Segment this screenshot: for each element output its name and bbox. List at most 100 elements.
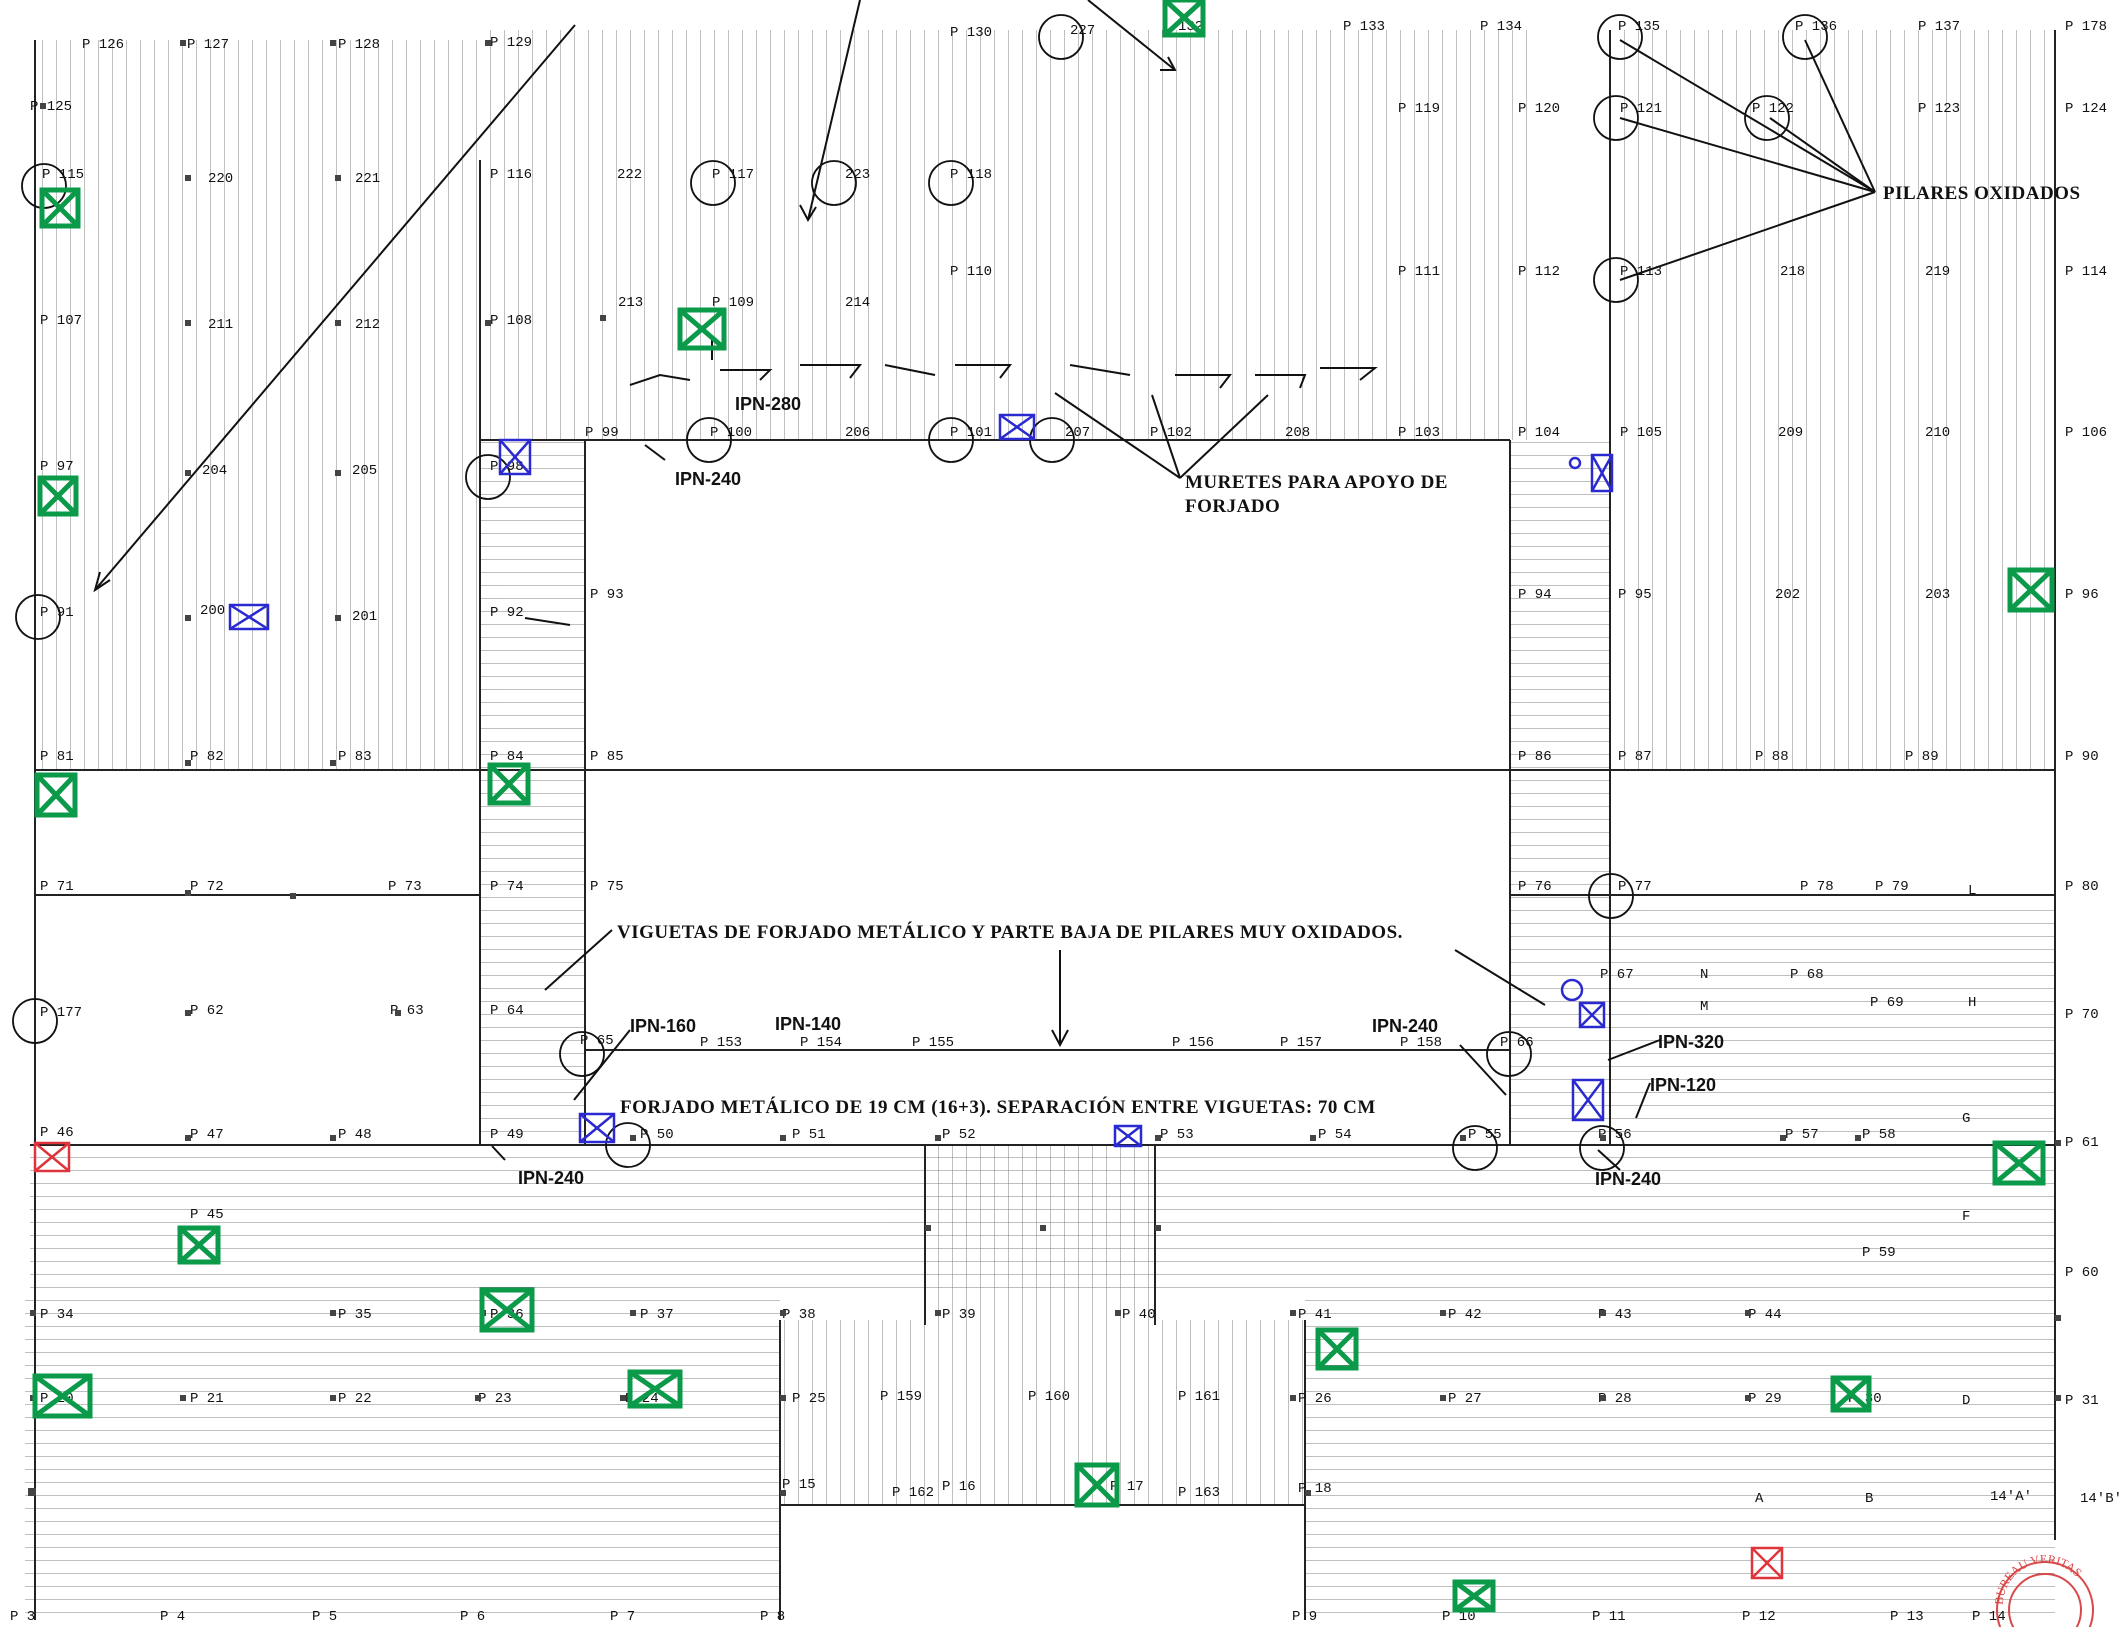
green-mark [627,1369,683,1409]
pillar-label: P 81 [40,749,74,765]
pillar-label: H [1968,995,1976,1011]
pillar-label: P 80 [2065,879,2099,895]
pillar-label: P 42 [1448,1307,1482,1323]
pillar-label: P 95 [1618,587,1652,603]
green-mark [1315,1327,1359,1371]
pillar-label: P 154 [800,1035,842,1051]
pillar-label: P 116 [490,167,532,183]
pillar-label: P 8 [760,1609,785,1625]
pillar-label: 211 [208,317,233,333]
slab-hatching [25,30,2055,1620]
pillar-label: P 44 [1748,1307,1782,1323]
note-slab: FORJADO METÁLICO DE 19 CM (16+3). SEPARA… [620,1096,1376,1118]
beam-label-ipn240-top: IPN-240 [675,469,741,489]
pillar-label: P 79 [1875,879,1909,895]
blue-mark [1590,453,1614,493]
pillar-label: P 89 [1905,749,1939,765]
pillar-label: P 104 [1518,425,1560,441]
pillar-label: 207 [1065,425,1090,441]
pillar-label: 223 [845,167,870,183]
pillar-label: 222 [617,167,642,183]
pillar-label: P 178 [2065,19,2107,35]
blue-mark [578,1112,616,1144]
pillar-label: P 27 [1448,1391,1482,1407]
pillar-label: P 110 [950,264,992,280]
leader-arrows [93,0,1876,1171]
pillar-label: P 160 [1028,1389,1070,1405]
pillar-label: P 123 [1918,101,1960,117]
pillar-label: P 23 [478,1391,512,1407]
pillar-label: P 111 [1398,264,1440,280]
pillar-label: P 53 [1160,1127,1194,1143]
pillar-label: P 92 [490,605,524,621]
pillar-label: P 99 [585,425,619,441]
pillar-label: P 55 [1468,1127,1502,1143]
pillar-label: P 46 [40,1125,74,1141]
pillar-label: P 52 [942,1127,976,1143]
pillar-label: P 65 [580,1033,614,1049]
pillar-label: P 158 [1400,1035,1442,1051]
pillar-label: 200 [200,603,225,619]
pillar-label: P 156 [1172,1035,1214,1051]
pillar-label: N [1700,967,1708,983]
pillar-label: P 51 [792,1127,826,1143]
pillar-label: 210 [1925,425,1950,441]
green-mark [39,187,81,229]
pillar-label: 208 [1285,425,1310,441]
pillar-label: P 60 [2065,1265,2099,1281]
note-murets-line2: FORJADO [1185,496,1280,517]
pillar-label: A [1755,1491,1764,1507]
blue-mark [1571,1078,1605,1122]
pillar-label: 206 [845,425,870,441]
pillar-label: P 119 [1398,101,1440,117]
pillar-label: P 69 [1870,995,1904,1011]
green-mark [1992,1140,2046,1186]
blue-mark [228,603,270,631]
red-mark [33,1141,71,1173]
blue-marks [228,413,1614,1148]
pillar-label: P 71 [40,879,74,895]
blue-mark [1578,1001,1606,1029]
red-marks [33,1141,1784,1580]
pillar-label: P 30 [1848,1391,1882,1407]
beam-label-ipn120: IPN-120 [1650,1075,1716,1095]
pillar-label: P 67 [1600,967,1634,983]
pillar-label: P 127 [187,37,229,53]
pillar-label: P 7 [610,1609,635,1625]
pillar-label: 212 [355,317,380,333]
pillar-label: P 159 [880,1389,922,1405]
beam-label-ipn320: IPN-320 [1658,1032,1724,1052]
pillar-label: P 58 [1862,1127,1896,1143]
pillar-label: P 56 [1598,1127,1632,1143]
pillar-label: P 5 [312,1609,337,1625]
green-mark [479,1287,535,1333]
pillar-label: P 82 [190,749,224,765]
pillar-label: P 22 [338,1391,372,1407]
green-mark [177,1225,221,1265]
pillar-label: P 38 [782,1307,816,1323]
pillar-label: P 86 [1518,749,1552,765]
pillar-label: 205 [352,463,377,479]
note-joists: VIGUETAS DE FORJADO METÁLICO Y PARTE BAJ… [617,921,1403,943]
muret-marks [524,364,1378,626]
pillar-label: P 21 [190,1391,224,1407]
pillar-label: P 163 [1178,1485,1220,1501]
pillar-label: P 88 [1755,749,1789,765]
pillar-label: P 77 [1618,879,1652,895]
pillar-label: 214 [845,295,870,311]
pillar-label: P 96 [2065,587,2099,603]
pillar-label: P 136 [1795,19,1837,35]
pillar-label: P 13 [1890,1609,1924,1625]
pillar-label: P 35 [338,1307,372,1323]
green-mark [32,1373,93,1419]
pillar-label: P 39 [942,1307,976,1323]
beam-label-ipn160: IPN-160 [630,1016,696,1036]
pillar-label: P 108 [490,313,532,329]
pillar-label: P 84 [490,749,524,765]
pillar-label: 219 [1925,264,1950,280]
pillar-label: 202 [1775,587,1800,603]
pillar-label: P 68 [1790,967,1824,983]
pillar-label: P 4 [160,1609,185,1625]
pillar-label: G [1962,1111,1970,1127]
